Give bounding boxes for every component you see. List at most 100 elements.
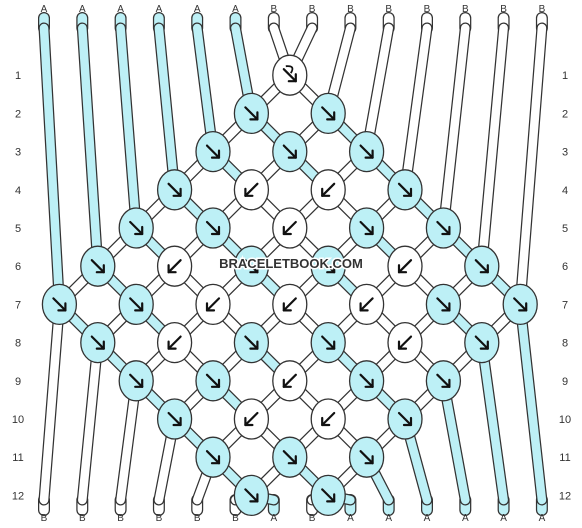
arrow-down-right-icon [321,259,336,274]
arrow-down-left-icon [321,182,336,197]
knot-r9-c11[interactable] [425,360,462,402]
top-label-4: A [156,4,163,15]
arrow-down-right-icon [359,220,374,236]
knot-r12-c8[interactable] [310,474,346,517]
arrow-down-right-icon [397,411,413,427]
knot-r10-c4[interactable] [156,398,193,440]
knot-r8-c6[interactable] [233,321,270,364]
bottom-label-10: A [385,513,392,524]
knot-r2-c6[interactable] [233,92,270,135]
arrow-down-left-icon [244,182,259,197]
knot-r10-c10[interactable] [387,398,423,440]
row-label-right-5: 5 [562,223,568,235]
knot-r11-c5[interactable] [195,436,231,478]
knot-r7-c1[interactable] [41,283,78,326]
row-label-right-9: 9 [562,376,568,388]
knot-r11-c9[interactable] [348,436,385,478]
knot-r7-c11[interactable] [425,283,462,326]
arrow-down-right-icon [474,259,489,274]
bottom-label-1: B [41,513,48,524]
knot-r8-c8[interactable] [310,321,346,364]
arrow-down-left-icon [282,220,297,236]
knot-r7-c13[interactable] [502,283,538,326]
arrow-down-right-icon [205,144,221,159]
bottom-label-13: A [500,513,507,524]
knot-r12-c6[interactable] [233,474,270,517]
knot-r7-c9[interactable] [348,283,385,326]
row-label-right-12: 12 [559,490,571,502]
knot-r6-c10[interactable] [387,245,423,287]
knot-r6-c2[interactable] [80,245,116,287]
knot-r9-c9[interactable] [348,360,385,402]
knot-r4-c8[interactable] [310,169,346,211]
knot-r5-c11[interactable] [425,207,462,249]
knot-r9-c3[interactable] [118,360,154,402]
knot-r6-c12[interactable] [464,245,500,287]
bottom-label-12: A [462,513,469,524]
arrow-down-right-icon [321,106,336,121]
knot-r11-c7[interactable] [272,436,308,478]
knot-r7-c5[interactable] [195,283,231,326]
arrow-down-left-icon [167,259,182,274]
knot-r4-c4[interactable] [156,169,193,211]
knot-r9-c5[interactable] [195,360,231,402]
bottom-label-9: A [347,513,354,524]
top-label-5: A [194,4,201,15]
row-label-left-9: 9 [15,376,21,388]
arrow-down-right-icon [359,450,374,465]
knot-r10-c6[interactable] [233,398,270,440]
knot-r9-c7[interactable] [272,360,308,402]
row-label-left-4: 4 [15,185,21,197]
strand-entry-10 [362,23,393,156]
row-label-left-2: 2 [15,108,21,120]
bottom-label-11: A [424,513,431,524]
strand-entry-12 [439,23,470,233]
top-label-12: B [462,4,469,15]
arrow-down-right-icon [205,220,221,236]
knot-r7-c3[interactable] [118,283,154,326]
knot-r1-c7[interactable] [272,54,308,96]
knot-r5-c9[interactable] [348,207,385,249]
arrow-down-left-icon [397,335,413,350]
row-label-right-6: 6 [562,261,568,273]
bottom-label-7: A [270,513,277,524]
strand-exit-1 [39,300,64,505]
arrow-down-right-icon [167,182,182,197]
arrow-down-left-icon [205,297,221,312]
row-label-left-10: 10 [12,414,24,426]
top-label-13: B [500,4,507,15]
arrow-down-right-icon [513,297,528,312]
knot-r3-c9[interactable] [348,130,385,173]
bottom-label-4: B [156,513,163,524]
arrow-down-right-icon [436,297,451,312]
knots-layer [41,54,538,517]
knot-r4-c10[interactable] [387,169,423,211]
knot-r8-c2[interactable] [80,321,116,364]
row-label-left-11: 11 [12,452,23,464]
knot-r5-c7[interactable] [272,207,308,249]
knot-r8-c4[interactable] [156,321,193,364]
knot-r8-c10[interactable] [387,321,423,364]
row-label-right-3: 3 [562,147,568,159]
knot-r8-c12[interactable] [464,321,500,364]
knot-r4-c6[interactable] [233,169,270,211]
knot-r5-c3[interactable] [118,207,154,249]
arrow-down-right-icon [129,373,144,388]
knot-r6-c4[interactable] [156,245,193,287]
arrow-down-right-icon [244,259,259,274]
knot-r3-c7[interactable] [272,130,308,173]
arrow-down-right-icon [321,335,336,350]
knot-r3-c5[interactable] [195,130,231,173]
knot-r6-c6[interactable] [233,245,270,287]
top-label-9: B [347,4,354,15]
knot-r10-c8[interactable] [310,398,346,440]
knot-r6-c8[interactable] [310,245,346,287]
arrow-down-right-icon [167,411,182,427]
knot-r2-c8[interactable] [310,92,346,135]
knot-r7-c7[interactable] [272,283,308,326]
strand-entry-13 [477,23,508,271]
bottom-label-2: B [79,513,86,524]
knot-r5-c5[interactable] [195,207,231,249]
